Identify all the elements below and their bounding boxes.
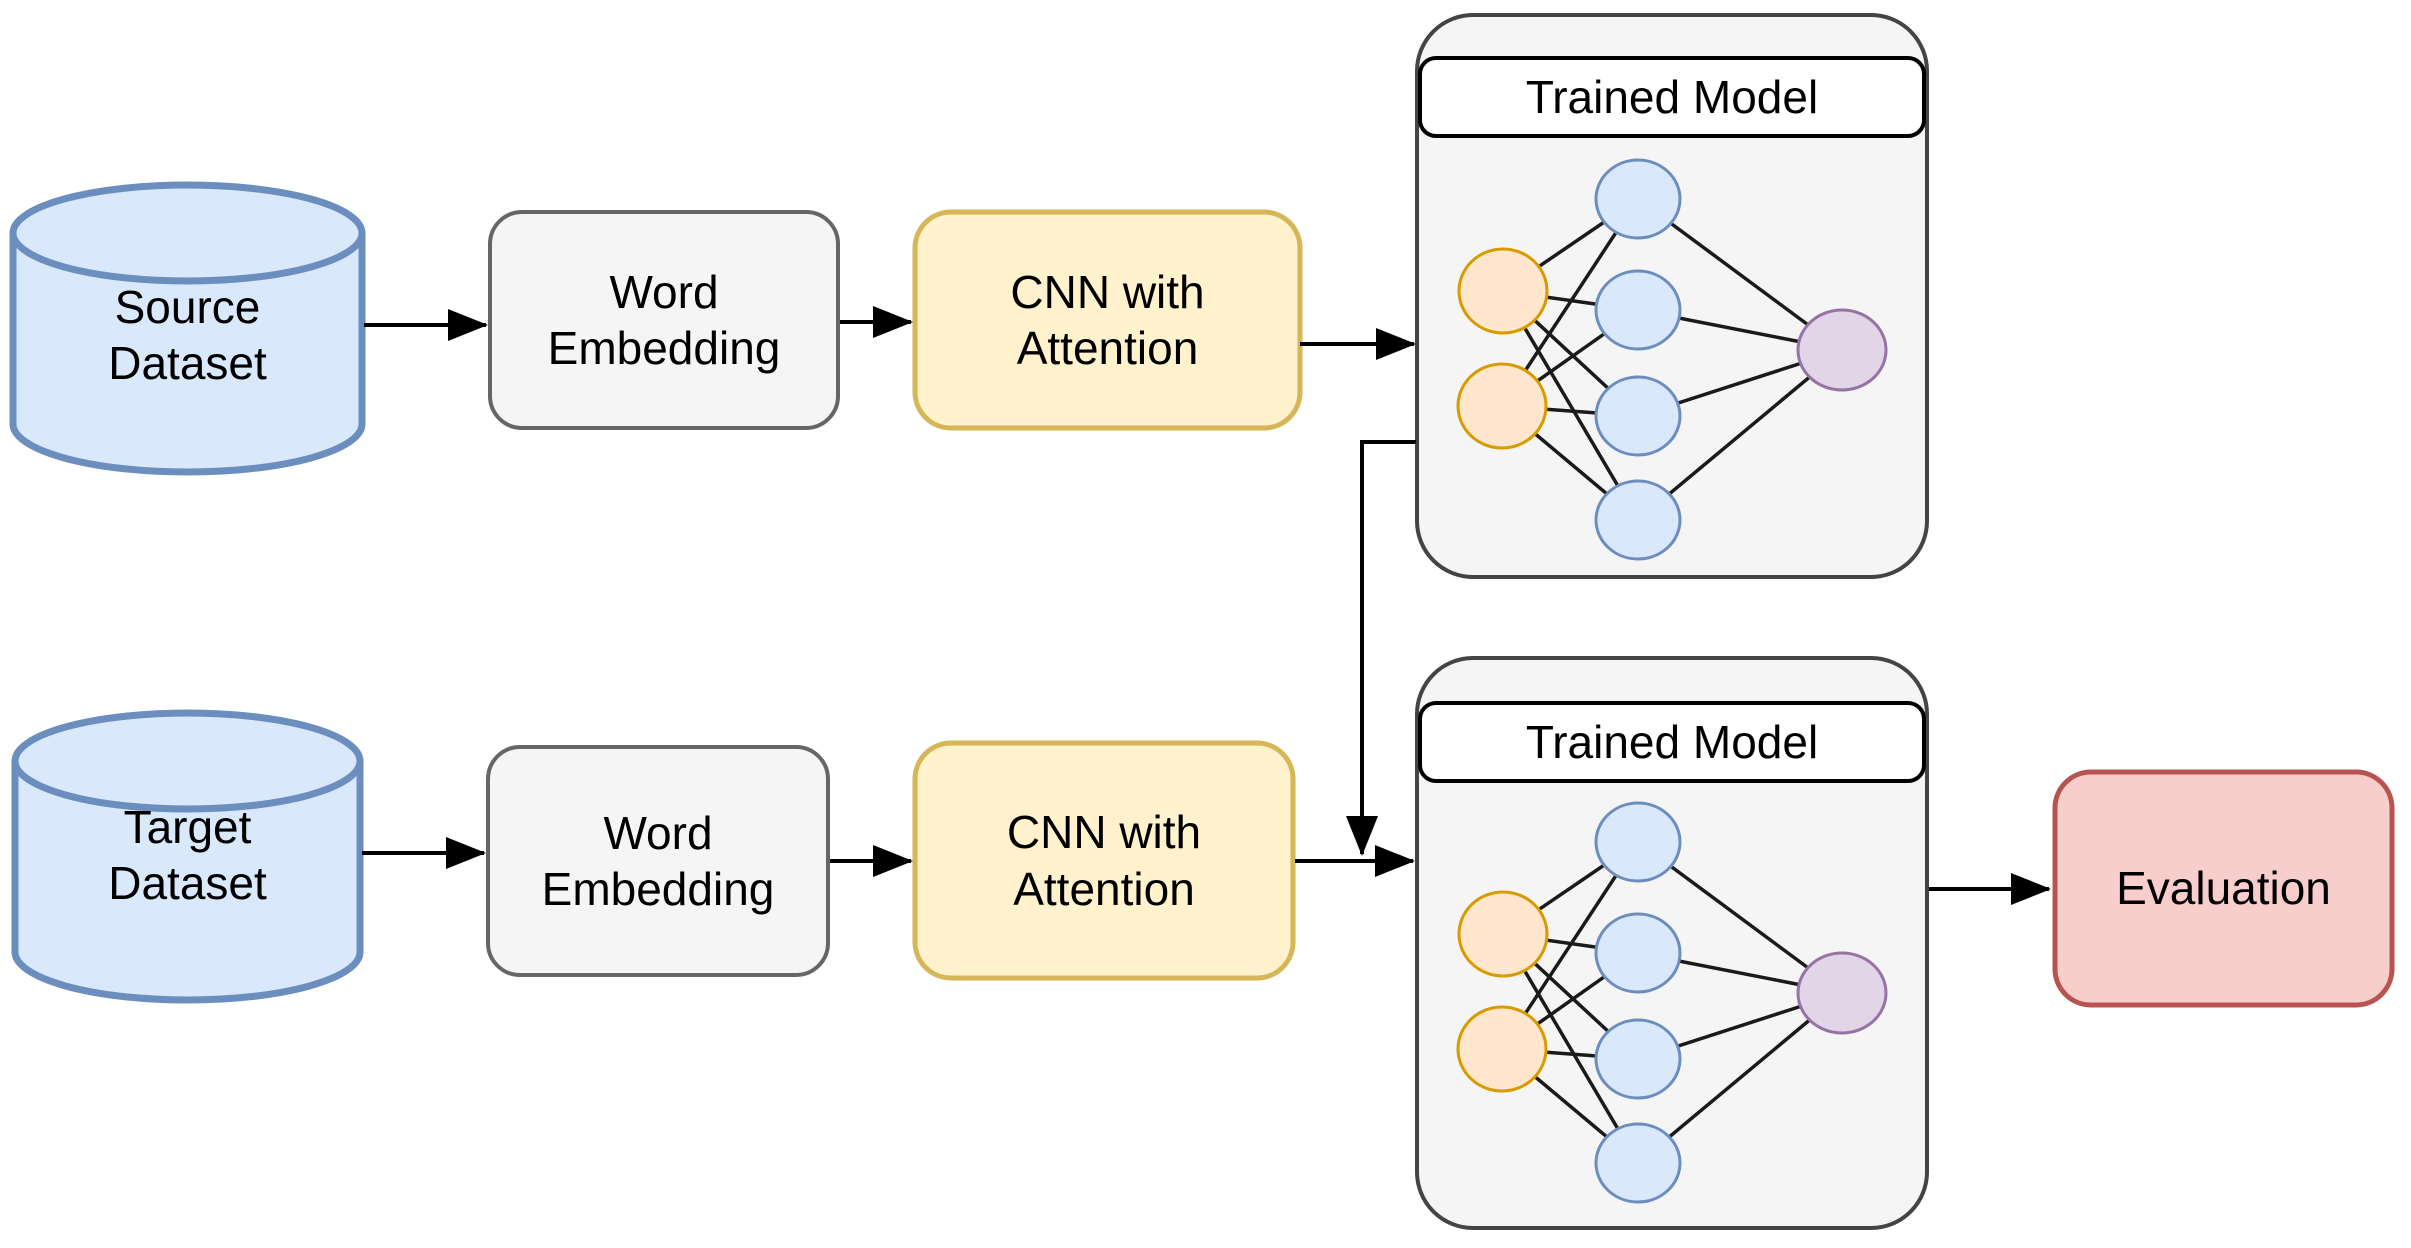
- nn-hidden-nodes-bottom: [1594, 801, 1682, 1204]
- nn-edge: [1636, 991, 1844, 1165]
- evaluation-label: Evaluation: [2116, 862, 2331, 915]
- hidden-node: [1594, 158, 1682, 240]
- hidden-node: [1594, 269, 1682, 351]
- nn-edge: [1636, 348, 1844, 522]
- hidden-node: [1594, 912, 1682, 994]
- word-embedding-label-bottom: Word Embedding: [541, 806, 775, 915]
- trained-model-title-top: Trained Model: [1525, 70, 1819, 123]
- source-dataset-label: Source Dataset: [108, 280, 267, 389]
- cylinder-body: [11, 761, 364, 1004]
- cylinder-body: [9, 233, 366, 476]
- cylinder-top: [11, 709, 364, 813]
- hidden-node: [1594, 1122, 1682, 1204]
- arrow-model-transfer: [1346, 440, 1416, 856]
- nn-input-nodes-bottom: [1456, 890, 1549, 1093]
- nn-output-node-bottom: [1796, 951, 1888, 1035]
- word-embedding-label-top: Word Embedding: [547, 265, 781, 374]
- trained-model-header-bottom: [1418, 701, 1926, 783]
- cnn-attention-label-bottom: CNN with Attention: [1006, 806, 1202, 915]
- word-embedding-box-top: [488, 210, 840, 430]
- cylinder-top: [9, 181, 366, 285]
- nn-output-node-top: [1796, 308, 1888, 392]
- source-dataset-cylinder: [9, 181, 366, 476]
- cnn-attention-label-top: CNN with Attention: [1010, 265, 1205, 374]
- cnn-attention-box-bottom: [912, 740, 1296, 981]
- input-node: [1456, 1005, 1548, 1093]
- hidden-node: [1594, 375, 1682, 457]
- cnn-attention-box-top: [912, 209, 1303, 431]
- input-node: [1456, 362, 1548, 450]
- evaluation-box: [2052, 769, 2395, 1008]
- input-node: [1457, 890, 1549, 978]
- hidden-node: [1594, 1018, 1682, 1100]
- target-dataset-cylinder: [11, 709, 364, 1004]
- word-embedding-box-bottom: [486, 745, 830, 977]
- trained-model-title-bottom: Trained Model: [1525, 715, 1819, 768]
- hidden-node: [1594, 801, 1682, 883]
- input-node: [1457, 247, 1549, 335]
- nn-hidden-nodes-top: [1594, 158, 1682, 561]
- target-dataset-label: Target Dataset: [108, 800, 267, 909]
- hidden-node: [1594, 479, 1682, 561]
- nn-edge: [1501, 933, 1640, 1164]
- trained-model-header-top: [1418, 56, 1926, 138]
- nn-input-nodes-top: [1456, 247, 1549, 450]
- flow-arrows: [362, 306, 2051, 905]
- nn-edge: [1501, 290, 1640, 521]
